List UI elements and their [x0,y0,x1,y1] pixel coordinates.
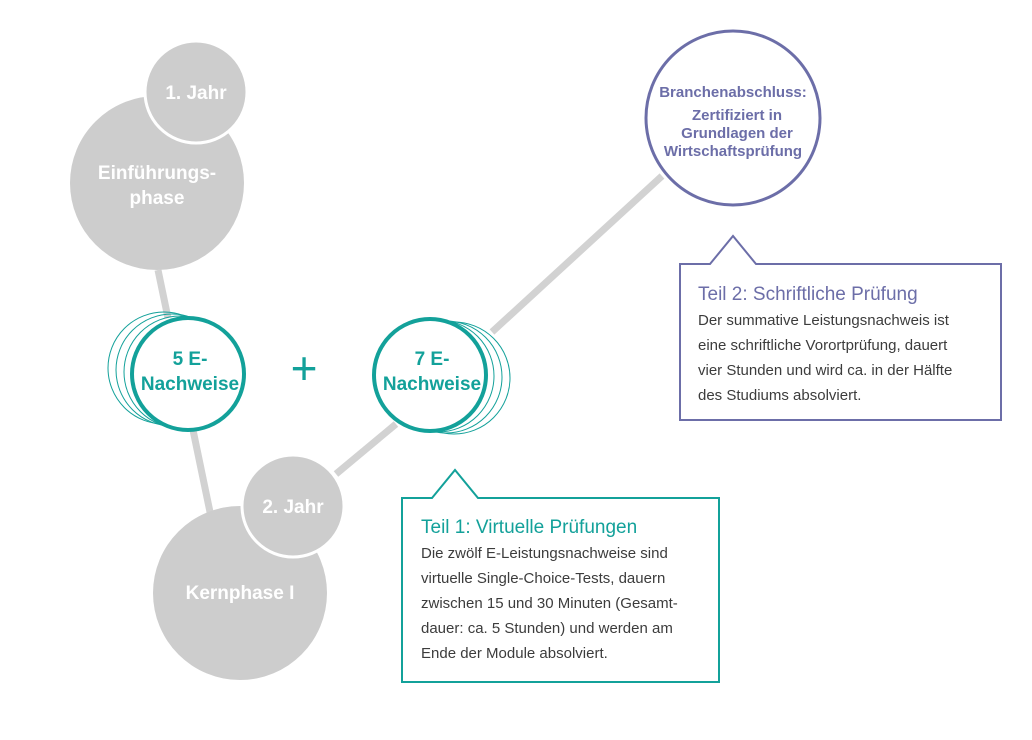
teil1-body-line1: Die zwölf E-Leistungsnachweise sind [421,545,668,562]
teil2-title: Teil 2: Schriftliche Prüfung [698,284,918,305]
teil2-callout: Teil 2: Schriftliche Prüfung Der summati… [679,234,1002,421]
enachweise-left-line2: Nachweise [141,374,239,395]
teil2-callout-box [679,234,1002,421]
branchenabschluss-circle [644,29,822,207]
einfuehrungsphase-label-line1: Einführungs- [98,163,216,184]
connector-enachweise-to-year2 [189,429,214,513]
teil2-body-line3: vier Stunden und wird ca. in der Hälfte [698,362,952,379]
teil1-callout: Teil 1: Virtuelle Prüfungen Die zwölf E-… [401,468,720,683]
enachweise-right-line2: Nachweise [383,374,481,395]
teil2-body-line1: Der summative Leistungsnachweis ist [698,312,950,329]
connector-enachweise-to-branchenabschluss [489,173,665,335]
enachweise-right-group: 7 E- Nachweise [372,317,511,435]
connector-year1-to-enachweise [154,269,172,319]
teil2-body-line4: des Studiums absolviert. [698,387,861,404]
connector-year2-to-enachweise [333,421,399,477]
teil1-title: Teil 1: Virtuelle Prüfungen [421,517,637,538]
branchenabschluss-line1: Branchenabschluss: [659,84,807,101]
kernphase-label: Kernphase I [186,583,295,604]
year2-label: 2. Jahr [262,497,324,518]
year1-group: 1. Jahr Einführungs- phase [70,39,249,270]
enachweise-left-group: 5 E- Nachweise [107,311,246,432]
year2-group: 2. Jahr Kernphase I [153,453,346,680]
year2-badge-circle [240,453,346,559]
enachweise-left-line1: 5 E- [173,349,208,370]
year1-label: 1. Jahr [165,83,227,104]
teil1-body-line4: dauer: ca. 5 Stunden) und werden am [421,620,673,637]
teil2-body-line2: eine schriftliche Vorortprüfung, dauert [698,337,948,354]
enachweise-left-circle [130,316,246,432]
branchenabschluss-group: Branchenabschluss: Zertifiziert in Grund… [644,29,822,207]
einfuehrungsphase-label-line2: phase [130,188,185,209]
enachweise-right-circle [372,317,488,433]
branchenabschluss-line4: Wirtschaftsprüfung [664,143,802,160]
connector-lines [154,173,665,513]
teil1-body-line2: virtuelle Single-Choice-Tests, dauern [421,570,665,587]
plus-sign: + [291,342,318,394]
teil1-body-line3: zwischen 15 und 30 Minuten (Gesamt- [421,595,678,612]
year1-badge-circle [143,39,249,145]
teil1-callout-box [401,468,720,683]
enachweise-right-line1: 7 E- [415,349,450,370]
teil1-body-line5: Ende der Module absolviert. [421,645,608,662]
branchenabschluss-line2: Zertifiziert in [692,107,782,124]
branchenabschluss-line3: Grundlagen der [681,125,793,142]
